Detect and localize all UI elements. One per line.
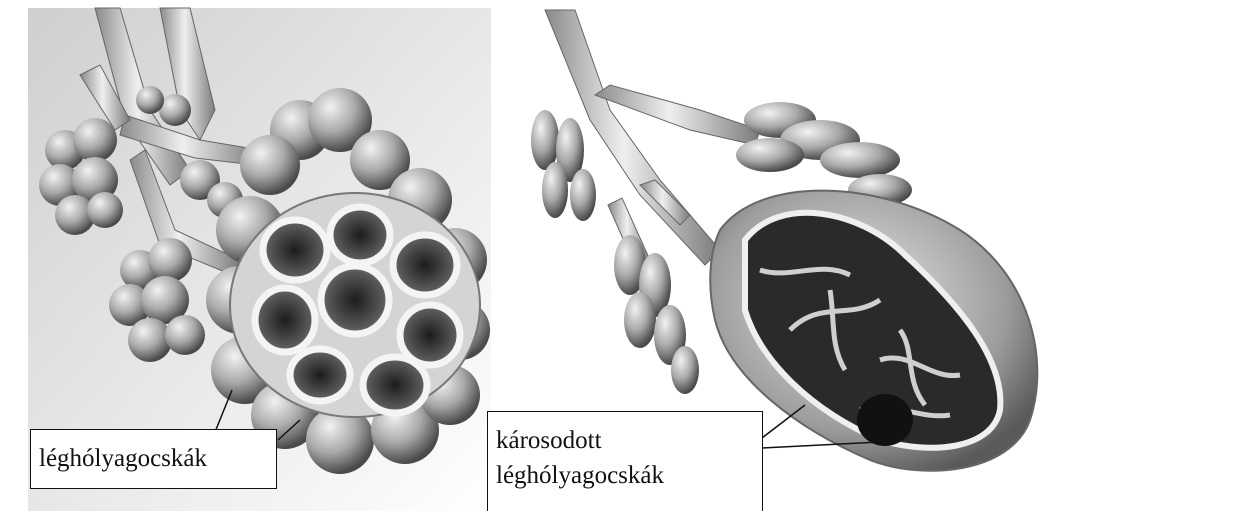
healthy-alveoli-label: léghólyagocskák: [30, 429, 277, 489]
damaged-alveoli-label-line1: károsodott: [496, 427, 602, 454]
damaged-panel: [531, 10, 1037, 471]
small-alveoli-cluster-damaged-bottom: [614, 235, 699, 394]
healthy-alveoli-label-text: léghólyagocskák: [39, 445, 207, 472]
damaged-chamber-dark: [857, 394, 913, 446]
damaged-alveoli-label: károsodott léghólyagocskák: [487, 411, 763, 511]
damaged-alveoli-label-line2: léghólyagocskák: [496, 460, 754, 491]
small-alveoli-cluster-damaged-left: [531, 110, 596, 221]
